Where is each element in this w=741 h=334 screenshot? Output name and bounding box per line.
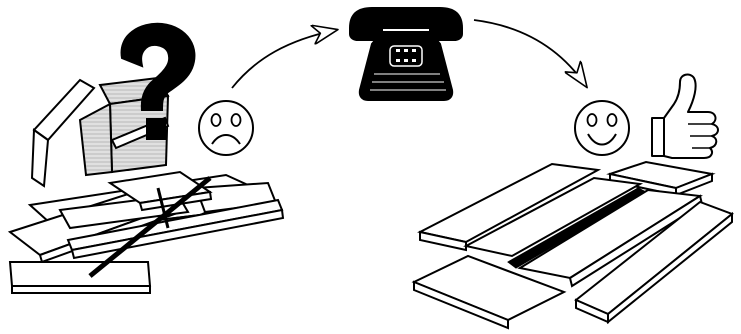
question-mark-icon — [120, 22, 196, 140]
sad-face-icon — [198, 100, 254, 156]
unassembled-furniture — [7, 22, 285, 294]
arrow-icon — [231, 30, 336, 89]
assembled-boards — [411, 160, 734, 330]
telephone-icon — [349, 7, 463, 101]
thumbs-up-icon — [651, 73, 719, 159]
happy-face-icon — [574, 100, 630, 156]
arrow-icon — [473, 19, 586, 86]
loose-boards — [7, 170, 285, 294]
